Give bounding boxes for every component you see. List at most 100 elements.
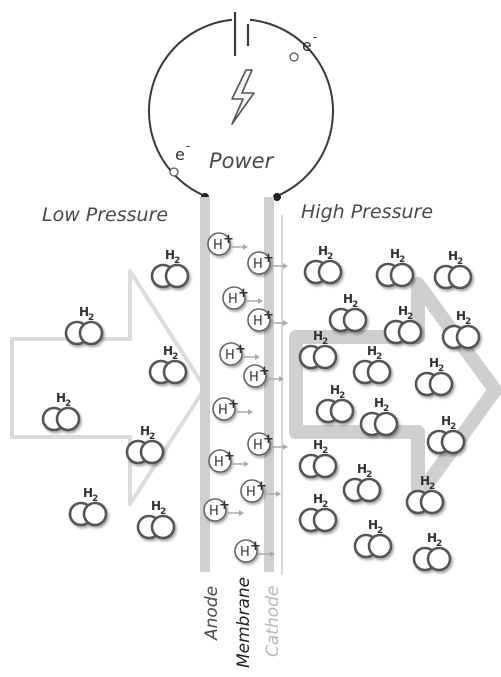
membrane-label: Membrane: [234, 577, 254, 668]
h2-molecule: H2: [359, 396, 399, 437]
electron-marker-right: [289, 52, 299, 62]
h2-molecule: H2: [148, 344, 188, 385]
h2-subscript: 2: [174, 256, 180, 266]
h2-subscript: 2: [450, 422, 456, 432]
proton-charge: +: [259, 364, 270, 379]
proton-letter: H: [249, 370, 259, 385]
proton-h-plus: H+: [240, 479, 281, 503]
h2-subscript: 2: [352, 300, 358, 310]
proton-charge: +: [235, 342, 246, 357]
proton-h-plus: H+: [247, 251, 288, 275]
proton-h-plus: H+: [219, 342, 260, 366]
proton-letter: H: [213, 238, 223, 253]
h2-subscript: 2: [366, 470, 372, 480]
h2-molecule: H2: [375, 247, 415, 288]
h2-label: H: [456, 309, 466, 323]
h2-subscript: 2: [383, 404, 389, 414]
proton-h-plus: H+: [222, 286, 263, 310]
electron-charge-left: -: [186, 139, 190, 153]
h2-subscript: 2: [377, 526, 383, 536]
proton-letter: H: [240, 545, 250, 560]
h2-subscript: 2: [436, 539, 442, 549]
cathode-electrode: [264, 197, 274, 572]
proton-letter: H: [218, 403, 228, 418]
h2-subscript: 2: [92, 494, 98, 504]
h2-label: H: [79, 305, 89, 319]
power-label: Power: [209, 149, 275, 173]
h2-molecule: H2: [298, 438, 338, 479]
h2-subscript: 2: [407, 312, 413, 322]
h2-subscript: 2: [429, 482, 435, 492]
proton-letter: H: [209, 504, 219, 519]
proton-letter: H: [228, 292, 238, 307]
proton-charge: +: [263, 308, 274, 323]
anode-electrode: [200, 197, 210, 572]
proton-charge: +: [256, 479, 267, 494]
proton-h-plus: H+: [247, 432, 288, 456]
h2-subscript: 2: [465, 317, 471, 327]
h2-molecule: H2: [125, 424, 165, 465]
proton-charge: +: [238, 286, 249, 301]
h2-label: H: [165, 248, 175, 262]
h2-molecule: H2: [41, 391, 81, 432]
proton-group: H+H+H+H+H+H+H+H+H+H+H+H+: [203, 232, 288, 563]
proton-h-plus: H+: [212, 397, 253, 421]
proton-h-plus: H+: [234, 539, 275, 563]
h2-molecule: H2: [328, 292, 368, 333]
h2-subscript: 2: [149, 432, 155, 442]
proton-charge: +: [228, 397, 239, 412]
h2-subscript: 2: [322, 446, 328, 456]
h2-label: H: [398, 304, 408, 318]
h2-molecule: H2: [383, 304, 423, 345]
h2-subscript: 2: [160, 507, 166, 517]
proton-charge: +: [223, 232, 234, 247]
low-pressure-label: Low Pressure: [42, 204, 168, 226]
proton-h-plus: H+: [203, 498, 244, 522]
proton-h-plus: H+: [208, 449, 249, 473]
h2-subscript: 2: [172, 352, 178, 362]
h2-molecule: H2: [342, 462, 382, 503]
h2-molecule: H2: [136, 499, 176, 540]
h2-molecule: H2: [303, 244, 343, 285]
h2-label: H: [357, 462, 367, 476]
h2-subscript: 2: [438, 364, 444, 374]
h2-label: H: [163, 344, 173, 358]
h2-label: H: [330, 383, 340, 397]
h2-molecule: H2: [412, 531, 452, 572]
h2-subscript: 2: [322, 337, 328, 347]
proton-letter: H: [253, 438, 263, 453]
power-circuit: [148, 12, 334, 201]
h2-molecule: H2: [315, 383, 355, 424]
h2-molecule: H2: [441, 309, 481, 350]
high-pressure-label: High Pressure: [301, 201, 433, 223]
proton-h-plus: H+: [243, 364, 284, 388]
h2-subscript: 2: [457, 257, 463, 267]
h2-molecule: H2: [414, 356, 454, 397]
proton-letter: H: [253, 257, 263, 272]
h2-molecule: H2: [68, 486, 108, 527]
h2-subscript: 2: [88, 313, 94, 323]
electron-charge-right: -: [313, 30, 317, 44]
anode-label: Anode: [202, 586, 222, 641]
h2-label: H: [318, 244, 328, 258]
h2-molecule: H2: [353, 518, 393, 559]
h2-label: H: [56, 391, 66, 405]
h2-molecule: H2: [64, 305, 104, 346]
proton-h-plus: H+: [247, 308, 288, 332]
proton-charge: +: [250, 539, 261, 554]
h2-label: H: [374, 396, 384, 410]
proton-letter: H: [225, 348, 235, 363]
h2-label: H: [429, 356, 439, 370]
h2-label: H: [448, 249, 458, 263]
proton-charge: +: [263, 251, 274, 266]
h2-label: H: [441, 414, 451, 428]
h2-molecule: H2: [352, 344, 392, 385]
proton-h-plus: H+: [207, 232, 248, 256]
electron-marker-left: [169, 167, 179, 177]
h2-molecule: H2: [298, 329, 338, 370]
h2-label: H: [151, 499, 161, 513]
h2-label: H: [313, 492, 323, 506]
h2-subscript: 2: [376, 352, 382, 362]
cathode-label: Cathode: [263, 586, 283, 657]
